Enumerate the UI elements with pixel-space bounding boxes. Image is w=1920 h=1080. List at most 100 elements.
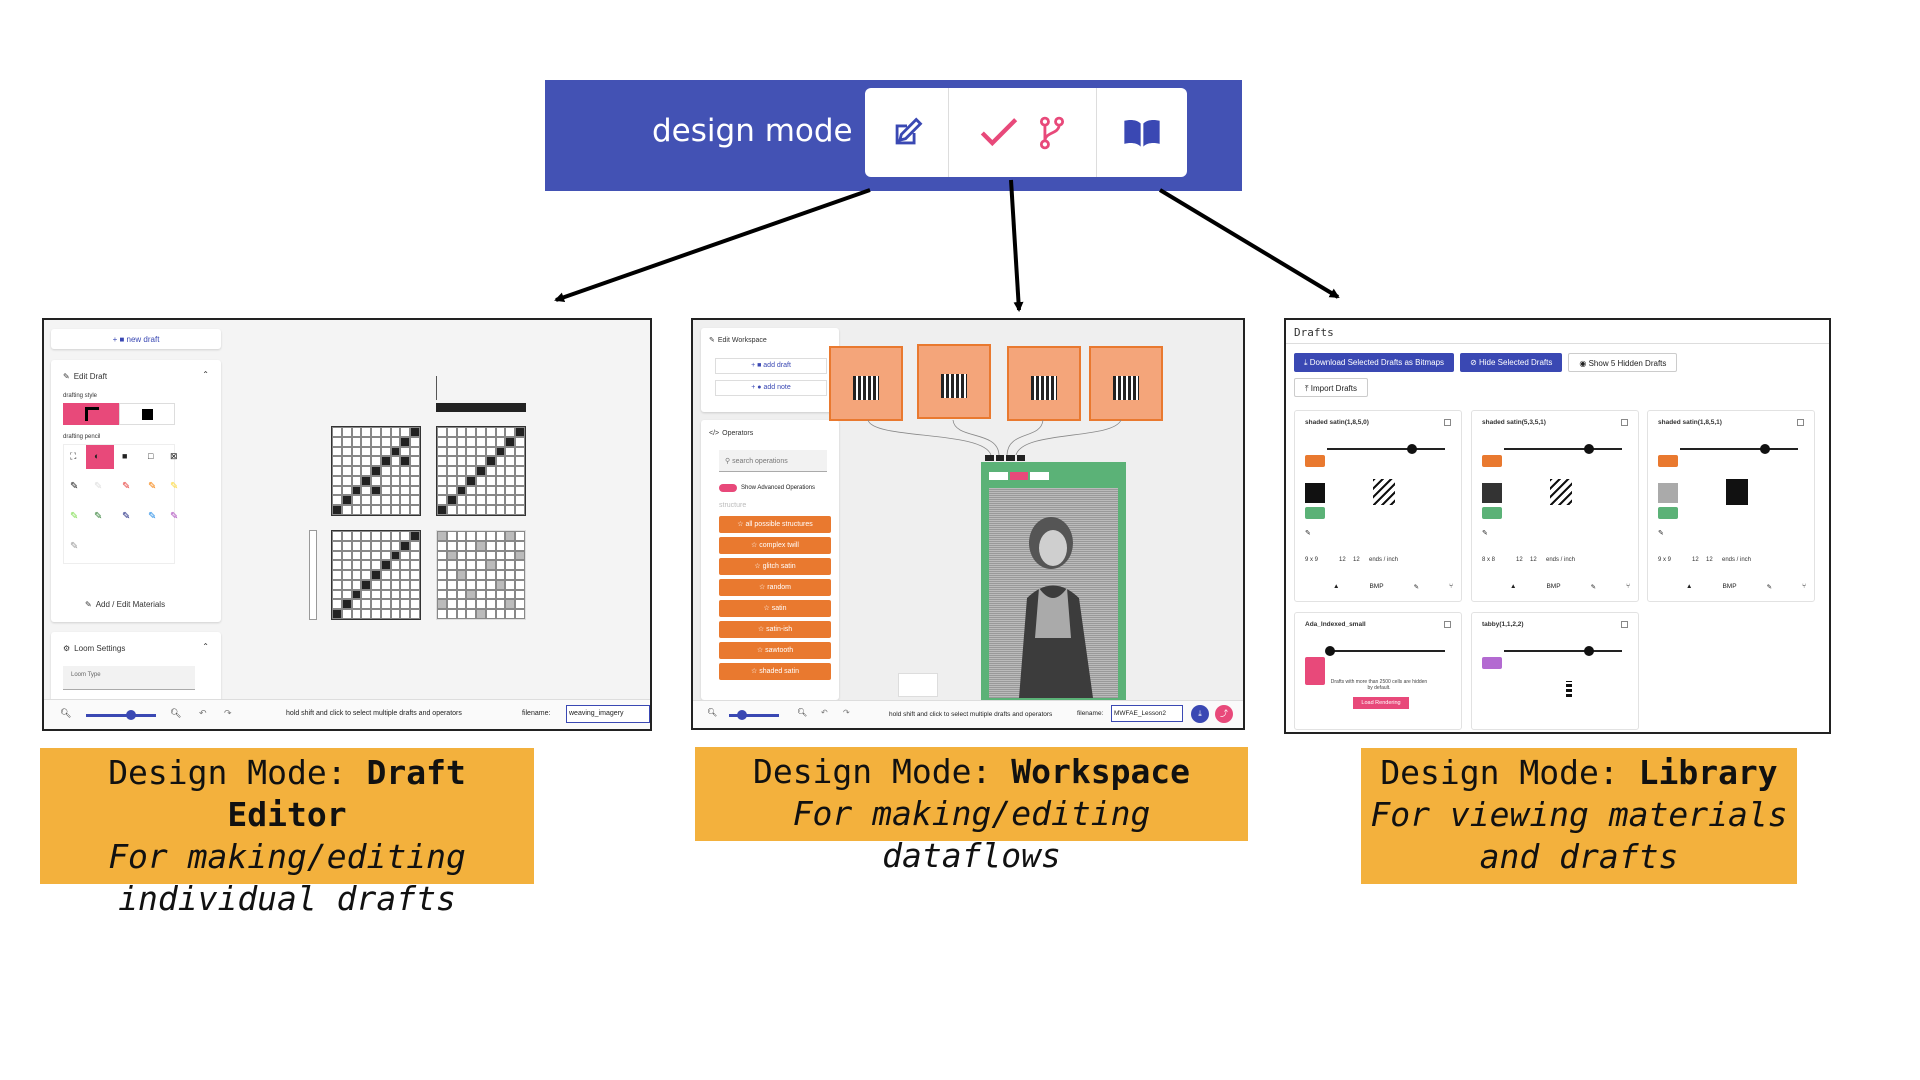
filename-input[interactable]: weaving_imagery	[566, 705, 650, 723]
grid-cell[interactable]	[332, 485, 342, 496]
grid-cell[interactable]	[410, 540, 420, 551]
style-visual-button[interactable]	[119, 403, 175, 425]
zoom-slider[interactable]	[729, 710, 779, 720]
draft-node[interactable]	[829, 346, 903, 421]
grid-cell[interactable]	[456, 599, 467, 610]
grid-cell[interactable]	[351, 531, 362, 541]
pen-red-icon[interactable]: ✎	[122, 481, 131, 492]
grid-cell[interactable]	[505, 560, 516, 571]
operation-button[interactable]: ☆ sawtooth	[719, 642, 831, 659]
grid-cell[interactable]	[485, 446, 496, 457]
grid-cell[interactable]	[495, 589, 506, 600]
card-slider-thumb[interactable]	[1760, 444, 1770, 454]
grid-cell[interactable]	[515, 589, 525, 600]
grid-cell[interactable]	[361, 599, 372, 610]
grid-cell[interactable]	[476, 570, 486, 580]
grid-cell[interactable]	[341, 531, 352, 541]
grid-cell[interactable]	[400, 485, 411, 496]
grid-cell[interactable]	[361, 436, 372, 447]
grid-cell[interactable]	[485, 531, 496, 541]
grid-cell[interactable]	[361, 570, 372, 580]
grid-cell[interactable]	[341, 427, 352, 437]
grid-cell[interactable]	[410, 475, 420, 486]
grid-cell[interactable]	[456, 495, 467, 506]
grid-cell[interactable]	[332, 436, 342, 447]
grid-cell[interactable]	[476, 560, 486, 571]
grid-cell[interactable]	[495, 485, 506, 496]
pen-lightgreen-icon[interactable]: ✎	[70, 511, 79, 522]
grid-cell[interactable]	[351, 609, 362, 619]
invert-icon[interactable]: ◐	[94, 451, 100, 461]
grid-cell[interactable]	[390, 531, 401, 541]
material-chip[interactable]	[1658, 455, 1678, 467]
grid-cell[interactable]	[410, 579, 420, 590]
tab[interactable]	[989, 472, 1008, 480]
grid-cell[interactable]	[371, 485, 381, 496]
grid-cell[interactable]	[446, 570, 457, 580]
grid-cell[interactable]	[390, 505, 401, 515]
grid-cell[interactable]	[371, 531, 381, 541]
grid-cell[interactable]	[446, 560, 457, 571]
grid-cell[interactable]	[505, 505, 516, 515]
grid-cell[interactable]	[495, 475, 506, 486]
draft-h[interactable]: 12	[1530, 557, 1537, 563]
grid-cell[interactable]	[371, 570, 381, 580]
grid-cell[interactable]	[495, 427, 506, 437]
grid-cell[interactable]	[371, 579, 381, 590]
grid-cell[interactable]	[495, 466, 506, 476]
grid-cell[interactable]	[456, 475, 467, 486]
grid-cell[interactable]	[505, 599, 516, 610]
grid-cell[interactable]	[351, 495, 362, 506]
grid-cell[interactable]	[332, 599, 342, 610]
material-chip[interactable]	[1305, 657, 1325, 685]
workspace-mode-button[interactable]	[949, 88, 1097, 177]
grid-cell[interactable]	[495, 531, 506, 541]
grid-cell[interactable]	[332, 495, 342, 506]
grid-cell[interactable]	[515, 599, 525, 610]
grid-cell[interactable]	[437, 436, 447, 447]
grid-cell[interactable]	[456, 609, 467, 619]
grid-cell[interactable]	[390, 560, 401, 571]
select-checkbox[interactable]	[1797, 419, 1804, 426]
bmp-button[interactable]: BMP	[1546, 583, 1561, 590]
grid-cell[interactable]	[380, 579, 391, 590]
operation-button[interactable]: ☆ random	[719, 579, 831, 596]
zoom-slider-thumb[interactable]	[126, 710, 136, 720]
grid-cell[interactable]	[332, 505, 342, 515]
grid-cell[interactable]	[380, 540, 391, 551]
grid-cell[interactable]	[390, 540, 401, 551]
grid-cell[interactable]	[380, 589, 391, 600]
grid-cell[interactable]	[476, 599, 486, 610]
grid-cell[interactable]	[371, 560, 381, 571]
grid-cell[interactable]	[466, 475, 477, 486]
grid-cell[interactable]	[505, 589, 516, 600]
grid-cell[interactable]	[390, 485, 401, 496]
edit-icon[interactable]: ✎	[1590, 584, 1597, 591]
grid-cell[interactable]	[332, 560, 342, 571]
grid-cell[interactable]	[446, 495, 457, 506]
grid-cell[interactable]	[351, 579, 362, 590]
grid-cell[interactable]	[456, 560, 467, 571]
grid-cell[interactable]	[410, 505, 420, 515]
grid-cell[interactable]	[437, 531, 447, 541]
grid-cell[interactable]	[332, 579, 342, 590]
image-map-chip[interactable]	[1482, 507, 1502, 519]
grid-cell[interactable]	[495, 550, 506, 561]
grid-cell[interactable]	[380, 485, 391, 496]
grid-cell[interactable]	[361, 495, 372, 506]
grid-cell[interactable]	[361, 456, 372, 467]
card-slider[interactable]	[1504, 444, 1622, 454]
grid-cell[interactable]	[371, 495, 381, 506]
grid-cell[interactable]	[485, 599, 496, 610]
grid-cell[interactable]	[476, 475, 486, 486]
grid-cell[interactable]	[390, 446, 401, 457]
grid-cell[interactable]	[456, 589, 467, 600]
grid-cell[interactable]	[446, 466, 457, 476]
grid-cell[interactable]	[332, 446, 342, 457]
undo-icon[interactable]: ↶	[199, 708, 207, 718]
draft-h[interactable]: 12	[1353, 557, 1360, 563]
grid-cell[interactable]	[515, 475, 525, 486]
grid-cell[interactable]	[371, 550, 381, 561]
grid-cell[interactable]	[515, 531, 525, 541]
edit-icon[interactable]: ✎	[1658, 530, 1664, 537]
